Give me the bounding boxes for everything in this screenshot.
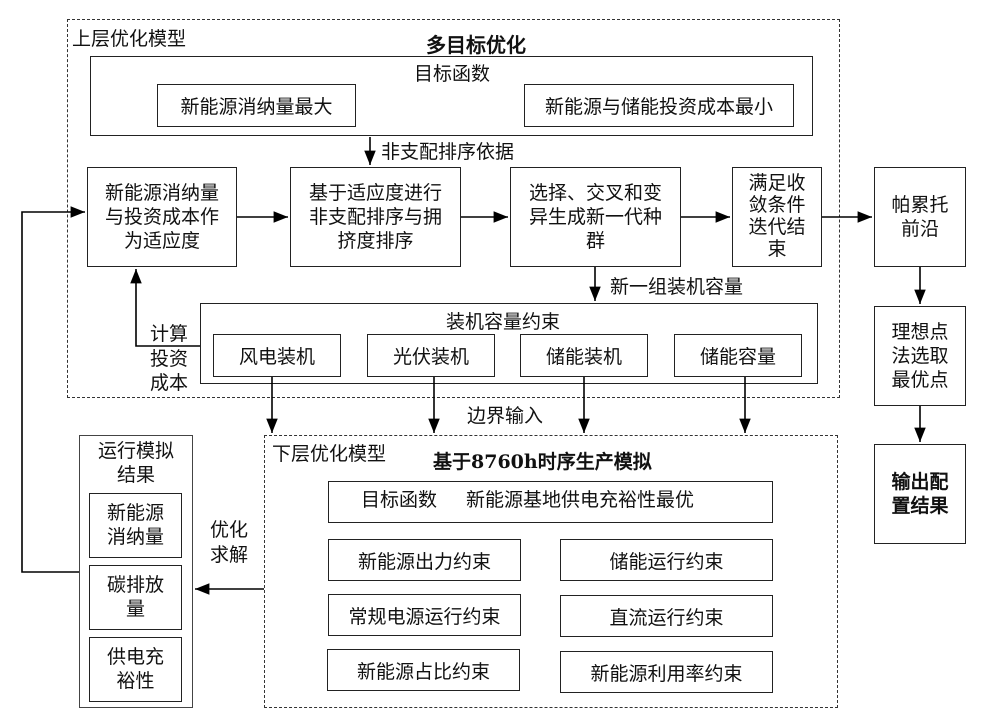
calc-cost-label: 计算 投资 成本 [150,322,188,396]
calc-cost-line: 计算 [150,323,189,345]
ideal-point-line: 理想点 [891,320,949,343]
sim-results-title-line: 结果 [116,463,155,486]
ideal-point-line: 最优点 [891,369,949,392]
capacity-wind: 风电装机 [213,334,341,377]
lower-model-frame [264,435,838,708]
optimize-solve-line: 求解 [210,543,249,566]
capacity-pv-text: 光伏装机 [392,346,469,368]
pareto-line: 前沿 [900,218,939,240]
constraint-text: 新能源占比约束 [356,660,490,683]
capacity-constraint-box [200,303,818,384]
constraint-renewable-output: 新能源出力约束 [328,539,521,581]
lower-objective-label: 目标函数 [361,489,438,511]
step-fitness-line: 为适应度 [123,230,200,253]
step-genetic-line: 群 [585,230,605,253]
lower-model-title: 基于8760h时序生产模拟 [433,451,652,473]
capacity-storage-power-text: 储能装机 [545,346,622,368]
objective-max-consumption-text: 新能源消纳量最大 [180,96,333,118]
constraint-text: 新能源出力约束 [357,550,491,573]
sim-result-carbon: 碳排放 量 [89,565,182,630]
output-line: 输出配 [891,470,949,493]
sim-result-line: 碳排放 [106,573,164,596]
step-genetic: 选择、交叉和变 异生成新一代种 群 [510,167,681,267]
sim-result-line: 量 [125,597,145,620]
pareto-front-box: 帕累托 前沿 [874,167,966,267]
capacity-storage-energy: 储能容量 [674,334,802,377]
step-convergence: 满足收 敛条件 迭代结 束 [732,167,822,267]
sim-result-adequacy: 供电充 裕性 [89,637,182,702]
constraint-renewable-share: 新能源占比约束 [327,649,520,691]
sim-results-title: 运行模拟 结果 [79,440,193,488]
step-fitness: 新能源消纳量 与投资成本作 为适应度 [87,167,237,267]
constraint-dc-operation: 直流运行约束 [560,595,773,637]
constraint-conventional-operation: 常规电源运行约束 [328,594,521,636]
optimize-solve-label: 优化 求解 [210,518,248,567]
sim-result-line: 裕性 [116,669,155,692]
output-line: 置结果 [891,495,949,517]
ideal-point-line: 法选取 [891,344,949,367]
step-fitness-line: 与投资成本作 [104,205,219,228]
constraint-text: 直流运行约束 [609,606,724,629]
step-convergence-line: 迭代结 [748,216,806,238]
step-convergence-line: 敛条件 [748,194,806,217]
capacity-wind-text: 风电装机 [238,346,315,368]
step-genetic-line: 异生成新一代种 [528,205,662,228]
step-fitness-line: 新能源消纳量 [104,181,219,204]
objective-max-consumption: 新能源消纳量最大 [157,84,356,127]
step-sorting: 基于适应度进行 非支配排序与拥 挤度排序 [290,167,461,267]
objective-function-box [90,56,813,136]
sim-result-line: 消纳量 [106,525,164,548]
upper-model-frame [67,19,840,398]
capacity-constraint-label: 装机容量约束 [446,311,561,333]
step-genetic-line: 选择、交叉和变 [528,181,662,204]
upper-model-title: 多目标优化 [426,33,526,57]
constraint-renewable-utilization: 新能源利用率约束 [560,651,773,693]
constraint-storage-operation: 储能运行约束 [560,539,773,581]
lower-model-label: 下层优化模型 [272,443,387,465]
boundary-input-label: 边界输入 [467,405,544,427]
objective-function-label: 目标函数 [414,63,491,85]
constraint-text: 新能源利用率约束 [590,662,743,685]
capacity-storage-energy-text: 储能容量 [699,346,776,368]
optimize-solve-line: 优化 [210,519,249,541]
lower-objective-box [328,481,773,523]
pareto-line: 帕累托 [891,193,949,216]
step-sorting-line: 非支配排序与拥 [308,205,442,228]
sim-results-title-line: 运行模拟 [97,440,174,462]
capacity-pv: 光伏装机 [367,334,495,377]
objective-min-cost: 新能源与储能投资成本最小 [524,84,794,127]
constraint-text: 储能运行约束 [609,550,724,573]
capacity-storage-power: 储能装机 [520,334,648,377]
step-sorting-line: 挤度排序 [337,230,414,253]
upper-model-label: 上层优化模型 [72,28,187,50]
step-convergence-line: 满足收 [748,172,806,195]
sim-result-consumption: 新能源 消纳量 [89,493,182,558]
sim-result-line: 新能源 [106,501,164,524]
output-config-box: 输出配 置结果 [874,444,966,544]
sim-result-line: 供电充 [106,645,164,668]
calc-cost-line: 投资 [150,347,189,370]
lower-objective-value: 新能源基地供电充裕性最优 [466,489,695,511]
step-convergence-line: 束 [767,237,787,260]
step-sorting-line: 基于适应度进行 [308,181,442,204]
objective-min-cost-text: 新能源与储能投资成本最小 [544,96,773,118]
constraint-text: 常规电源运行约束 [348,605,501,628]
calc-cost-line: 成本 [150,372,189,395]
ideal-point-box: 理想点 法选取 最优点 [874,306,966,406]
non-dominated-basis-label: 非支配排序依据 [381,141,515,163]
new-capacity-label: 新一组装机容量 [610,276,744,298]
